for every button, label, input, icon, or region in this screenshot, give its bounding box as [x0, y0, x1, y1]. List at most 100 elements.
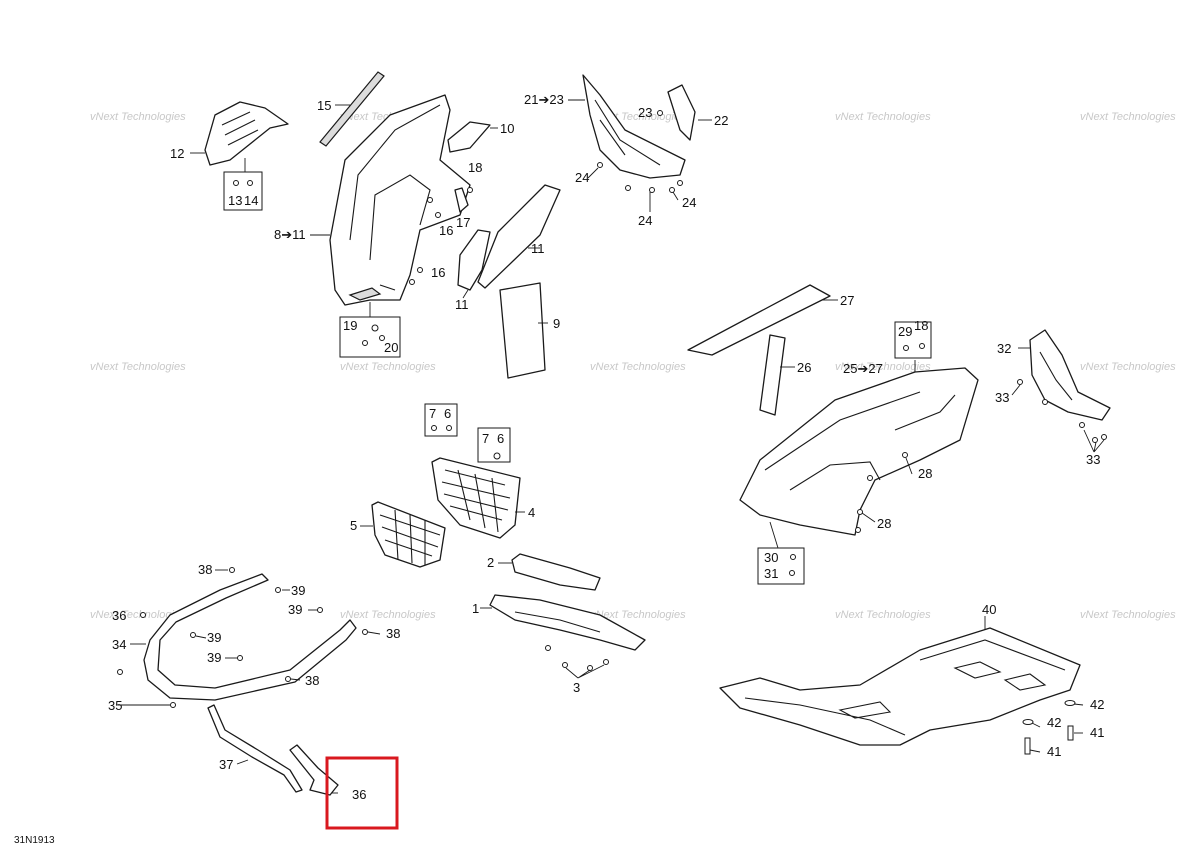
fasteners-38-39[interactable]	[117, 567, 368, 708]
callout-25-27[interactable]: 25➔27	[843, 361, 883, 376]
callout-18-left[interactable]: 18	[468, 160, 482, 175]
callout-26[interactable]: 26	[797, 360, 811, 375]
callout-12[interactable]: 12	[170, 146, 184, 161]
callout-3[interactable]: 3	[573, 680, 580, 695]
part-27-panel[interactable]	[687, 284, 831, 356]
highlight-box	[325, 756, 399, 830]
callout-27[interactable]: 27	[840, 293, 854, 308]
hardware-box-13-14[interactable]	[223, 171, 263, 211]
part-34-frame[interactable]	[143, 573, 357, 701]
callout-7-lower[interactable]: 7	[482, 431, 489, 446]
callout-19[interactable]: 19	[343, 318, 357, 333]
callout-20[interactable]: 20	[384, 340, 398, 355]
callout-16-upper[interactable]: 16	[439, 223, 453, 238]
fasteners-16-17-18[interactable]	[409, 187, 473, 285]
callout-29[interactable]: 29	[898, 324, 912, 339]
part-2-cover[interactable]	[511, 553, 601, 591]
callout-11-lower[interactable]: 11	[455, 297, 469, 312]
part-32-bracket[interactable]	[1029, 329, 1111, 421]
callout-1[interactable]: 1	[472, 601, 479, 616]
fasteners-41-42[interactable]	[1022, 700, 1076, 755]
callout-36-highlighted[interactable]: 36	[352, 787, 366, 802]
hardware-box-30-31[interactable]	[757, 547, 805, 585]
callout-39-c[interactable]: 39	[207, 630, 221, 645]
callout-14[interactable]: 14	[244, 193, 258, 208]
callout-30[interactable]: 30	[764, 550, 778, 565]
fasteners-3[interactable]	[545, 645, 609, 671]
part-21-23-bracket[interactable]	[582, 74, 686, 179]
callout-38-top[interactable]: 38	[198, 562, 212, 577]
callout-32[interactable]: 32	[997, 341, 1011, 356]
callout-23[interactable]: 23	[638, 105, 652, 120]
fasteners-24[interactable]	[597, 162, 683, 193]
callout-22[interactable]: 22	[714, 113, 728, 128]
callout-24-left[interactable]: 24	[575, 170, 589, 185]
callout-38-bottom[interactable]: 38	[305, 673, 319, 688]
callout-39-d[interactable]: 39	[207, 650, 221, 665]
callout-11-right[interactable]: 11	[531, 241, 545, 256]
part-40-skid-plate[interactable]	[719, 627, 1081, 746]
part-26-strip[interactable]	[759, 334, 786, 416]
callout-9[interactable]: 9	[553, 316, 560, 331]
part-11-strips[interactable]	[457, 184, 561, 291]
part-8-11-side-panel[interactable]	[329, 94, 471, 306]
callout-8-11[interactable]: 8➔11	[274, 227, 306, 242]
callout-40[interactable]: 40	[982, 602, 996, 617]
part-5-grille[interactable]	[371, 501, 446, 568]
callout-2[interactable]: 2	[487, 555, 494, 570]
callout-24-right[interactable]: 24	[682, 195, 696, 210]
part-22-bracket[interactable]	[667, 84, 696, 141]
watermark: vNext Technologies	[835, 609, 931, 621]
callout-31[interactable]: 31	[764, 566, 778, 581]
callout-13[interactable]: 13	[228, 193, 242, 208]
callout-24-lower[interactable]: 24	[638, 213, 652, 228]
part-25-27-side-panel[interactable]	[739, 367, 979, 536]
fasteners-33[interactable]	[1017, 379, 1107, 443]
callout-16-lower[interactable]: 16	[431, 265, 445, 280]
callout-6-upper[interactable]: 6	[444, 406, 451, 421]
watermark: vNext Technologies	[340, 361, 436, 373]
hardware-box-7-6-upper[interactable]	[424, 403, 458, 437]
watermark: vNext Technologies	[90, 609, 186, 621]
callout-39-b[interactable]: 39	[288, 602, 302, 617]
callout-17[interactable]: 17	[456, 215, 470, 230]
part-4-grille[interactable]	[431, 457, 521, 539]
diagram-code: 31N1913	[14, 835, 55, 846]
callout-15[interactable]: 15	[317, 98, 331, 113]
callout-7-upper[interactable]: 7	[429, 406, 436, 421]
callout-28-lower[interactable]: 28	[877, 516, 891, 531]
callout-10[interactable]: 10	[500, 121, 514, 136]
callout-6-lower[interactable]: 6	[497, 431, 504, 446]
part-37-bracket[interactable]	[207, 704, 303, 793]
hardware-box-7-6-lower[interactable]	[477, 427, 511, 463]
callout-37[interactable]: 37	[219, 757, 233, 772]
hardware-box-19-20[interactable]	[339, 316, 401, 358]
part-12-bracket[interactable]	[204, 101, 289, 166]
part-1-tray[interactable]	[489, 594, 646, 651]
part-10-panel[interactable]	[447, 121, 491, 153]
callout-5[interactable]: 5	[350, 518, 357, 533]
fasteners-28[interactable]	[855, 452, 908, 533]
callout-34[interactable]: 34	[112, 637, 126, 652]
callout-42-left[interactable]: 42	[1047, 715, 1061, 730]
callout-35[interactable]: 35	[108, 698, 122, 713]
callout-21-23[interactable]: 21➔23	[524, 92, 564, 107]
hardware-box-29-18[interactable]	[894, 321, 932, 359]
callout-33-left[interactable]: 33	[995, 390, 1009, 405]
callout-41-left[interactable]: 41	[1047, 744, 1061, 759]
callout-36-upper[interactable]: 36	[112, 608, 126, 623]
part-9-panel[interactable]	[499, 282, 546, 379]
fastener-23[interactable]	[657, 110, 663, 116]
callout-28-upper[interactable]: 28	[918, 466, 932, 481]
watermark: vNext Technologies	[1080, 609, 1176, 621]
callout-39-a[interactable]: 39	[291, 583, 305, 598]
callout-33-lower[interactable]: 33	[1086, 452, 1100, 467]
callout-38-right[interactable]: 38	[386, 626, 400, 641]
callout-42-right[interactable]: 42	[1090, 697, 1104, 712]
part-15-trim-strip[interactable]	[319, 71, 385, 147]
callout-4[interactable]: 4	[528, 505, 535, 520]
watermark: vNext Technologies	[835, 111, 931, 123]
callout-41-right[interactable]: 41	[1090, 725, 1104, 740]
callout-18-right[interactable]: 18	[914, 318, 928, 333]
